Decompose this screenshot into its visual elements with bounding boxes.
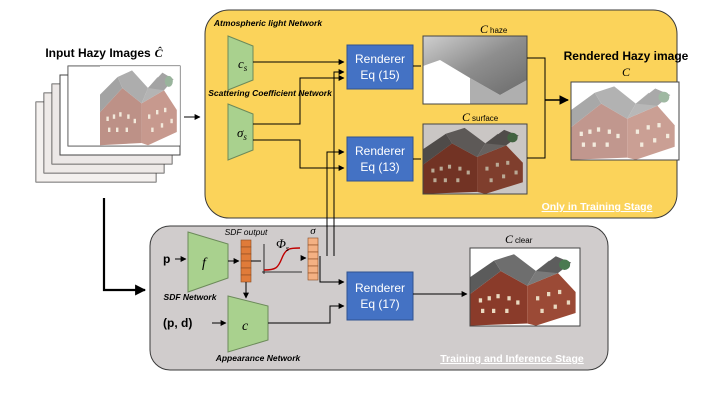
phi-sigmoid-plot [262,244,302,274]
sdf-output-label: SDF output [225,227,268,237]
atmospheric-network-label: Atmospheric light Network [213,18,323,28]
sigma-features [307,237,319,281]
atmospheric-network-block [227,35,254,91]
appearance-network-symbol: c [242,319,249,334]
training-panel-label: Only in Training Stage [542,201,653,213]
svg-text:Eq (15): Eq (15) [360,68,399,82]
output-title: Rendered Hazy image [564,49,689,63]
scattering-network-symbol: σs [237,125,247,142]
sdf-network-label: SDF Network [164,292,218,302]
scattering-network-label: Scattering Coefficient Network [208,88,333,98]
svg-text:Renderer: Renderer [355,52,405,66]
clear-image [469,247,581,327]
output-image [570,81,680,161]
svg-text:Renderer: Renderer [355,144,405,158]
appearance-network-block [227,295,269,353]
output-symbol: C [622,65,631,79]
sdf-output-features [240,239,252,283]
sigma-label: σ [310,225,316,237]
input-image-stack [35,65,181,183]
appearance-network-label: Appearance Network [215,353,302,363]
phi-symbol: Φs [276,236,289,253]
svg-text:Eq (13): Eq (13) [360,160,399,174]
atmospheric-network-symbol: cs [238,56,248,73]
svg-text:Renderer: Renderer [355,281,405,295]
haze-image [422,35,528,105]
p-input: p [163,252,170,266]
svg-text:Eq (17): Eq (17) [360,297,399,311]
pd-input: (p, d) [163,316,192,330]
inference-panel-label: Training and Inference Stage [440,353,584,365]
sdf-network-symbol: f [202,256,208,271]
scattering-network-block [227,103,254,161]
connectors [102,57,569,326]
surface-image [422,123,528,195]
renderer-eq15: Renderer Eq (15) [346,44,414,90]
sdf-network-block [187,231,229,293]
renderer-eq13: Renderer Eq (13) [346,136,414,182]
renderer-eq17: Renderer Eq (17) [346,271,414,321]
